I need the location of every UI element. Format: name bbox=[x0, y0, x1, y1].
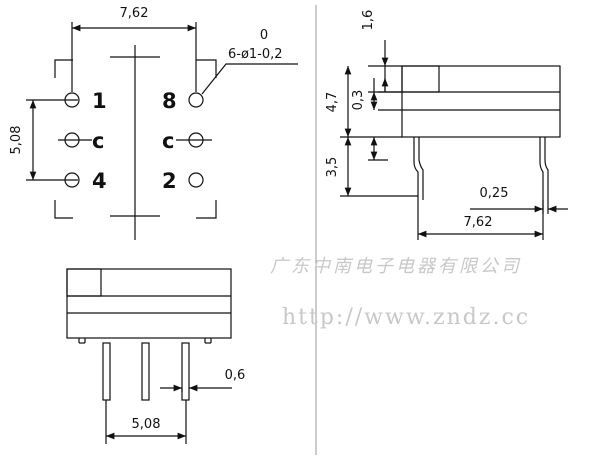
side-lead-width-dim-label: 0,25 bbox=[480, 186, 509, 201]
side-top-dim-label: 1,6 bbox=[361, 10, 376, 31]
pin-label-c-right: c bbox=[162, 129, 174, 153]
pin-label-8: 8 bbox=[162, 89, 177, 113]
pin-label-2: 2 bbox=[162, 169, 177, 193]
pin-2-circle bbox=[188, 172, 204, 188]
side-pitch-dim-label: 7,62 bbox=[464, 215, 493, 230]
pin-4-circle bbox=[64, 172, 80, 188]
pin-label-4: 4 bbox=[92, 169, 107, 193]
side-gap-dim-label: 0,3 bbox=[351, 90, 366, 111]
side-body-dim-label: 4,7 bbox=[325, 92, 340, 113]
pin-8-circle bbox=[188, 92, 204, 108]
top-width-dim-label: 7,62 bbox=[120, 6, 149, 21]
front-lead-width-dim-label: 0,6 bbox=[225, 368, 246, 383]
pin-1-circle bbox=[64, 92, 80, 108]
pin-spec-label: 6-ø1-0,2 bbox=[228, 47, 283, 62]
pin-label-c-left: c bbox=[92, 129, 104, 153]
top-height-dim-label: 5,08 bbox=[9, 126, 24, 155]
watermark-company: 广东中南电子电器有限公司 bbox=[270, 256, 522, 277]
top-view bbox=[26, 22, 298, 240]
pin-label-1: 1 bbox=[92, 89, 107, 113]
side-view bbox=[340, 40, 568, 240]
front-view bbox=[66, 268, 232, 444]
front-pitch-dim-label: 5,08 bbox=[132, 417, 161, 432]
pin-spec-top-label: 0 bbox=[260, 28, 268, 43]
side-lead-dim-label: 3,5 bbox=[325, 157, 340, 178]
watermark-url: http://www.zndz.cc bbox=[282, 305, 530, 330]
